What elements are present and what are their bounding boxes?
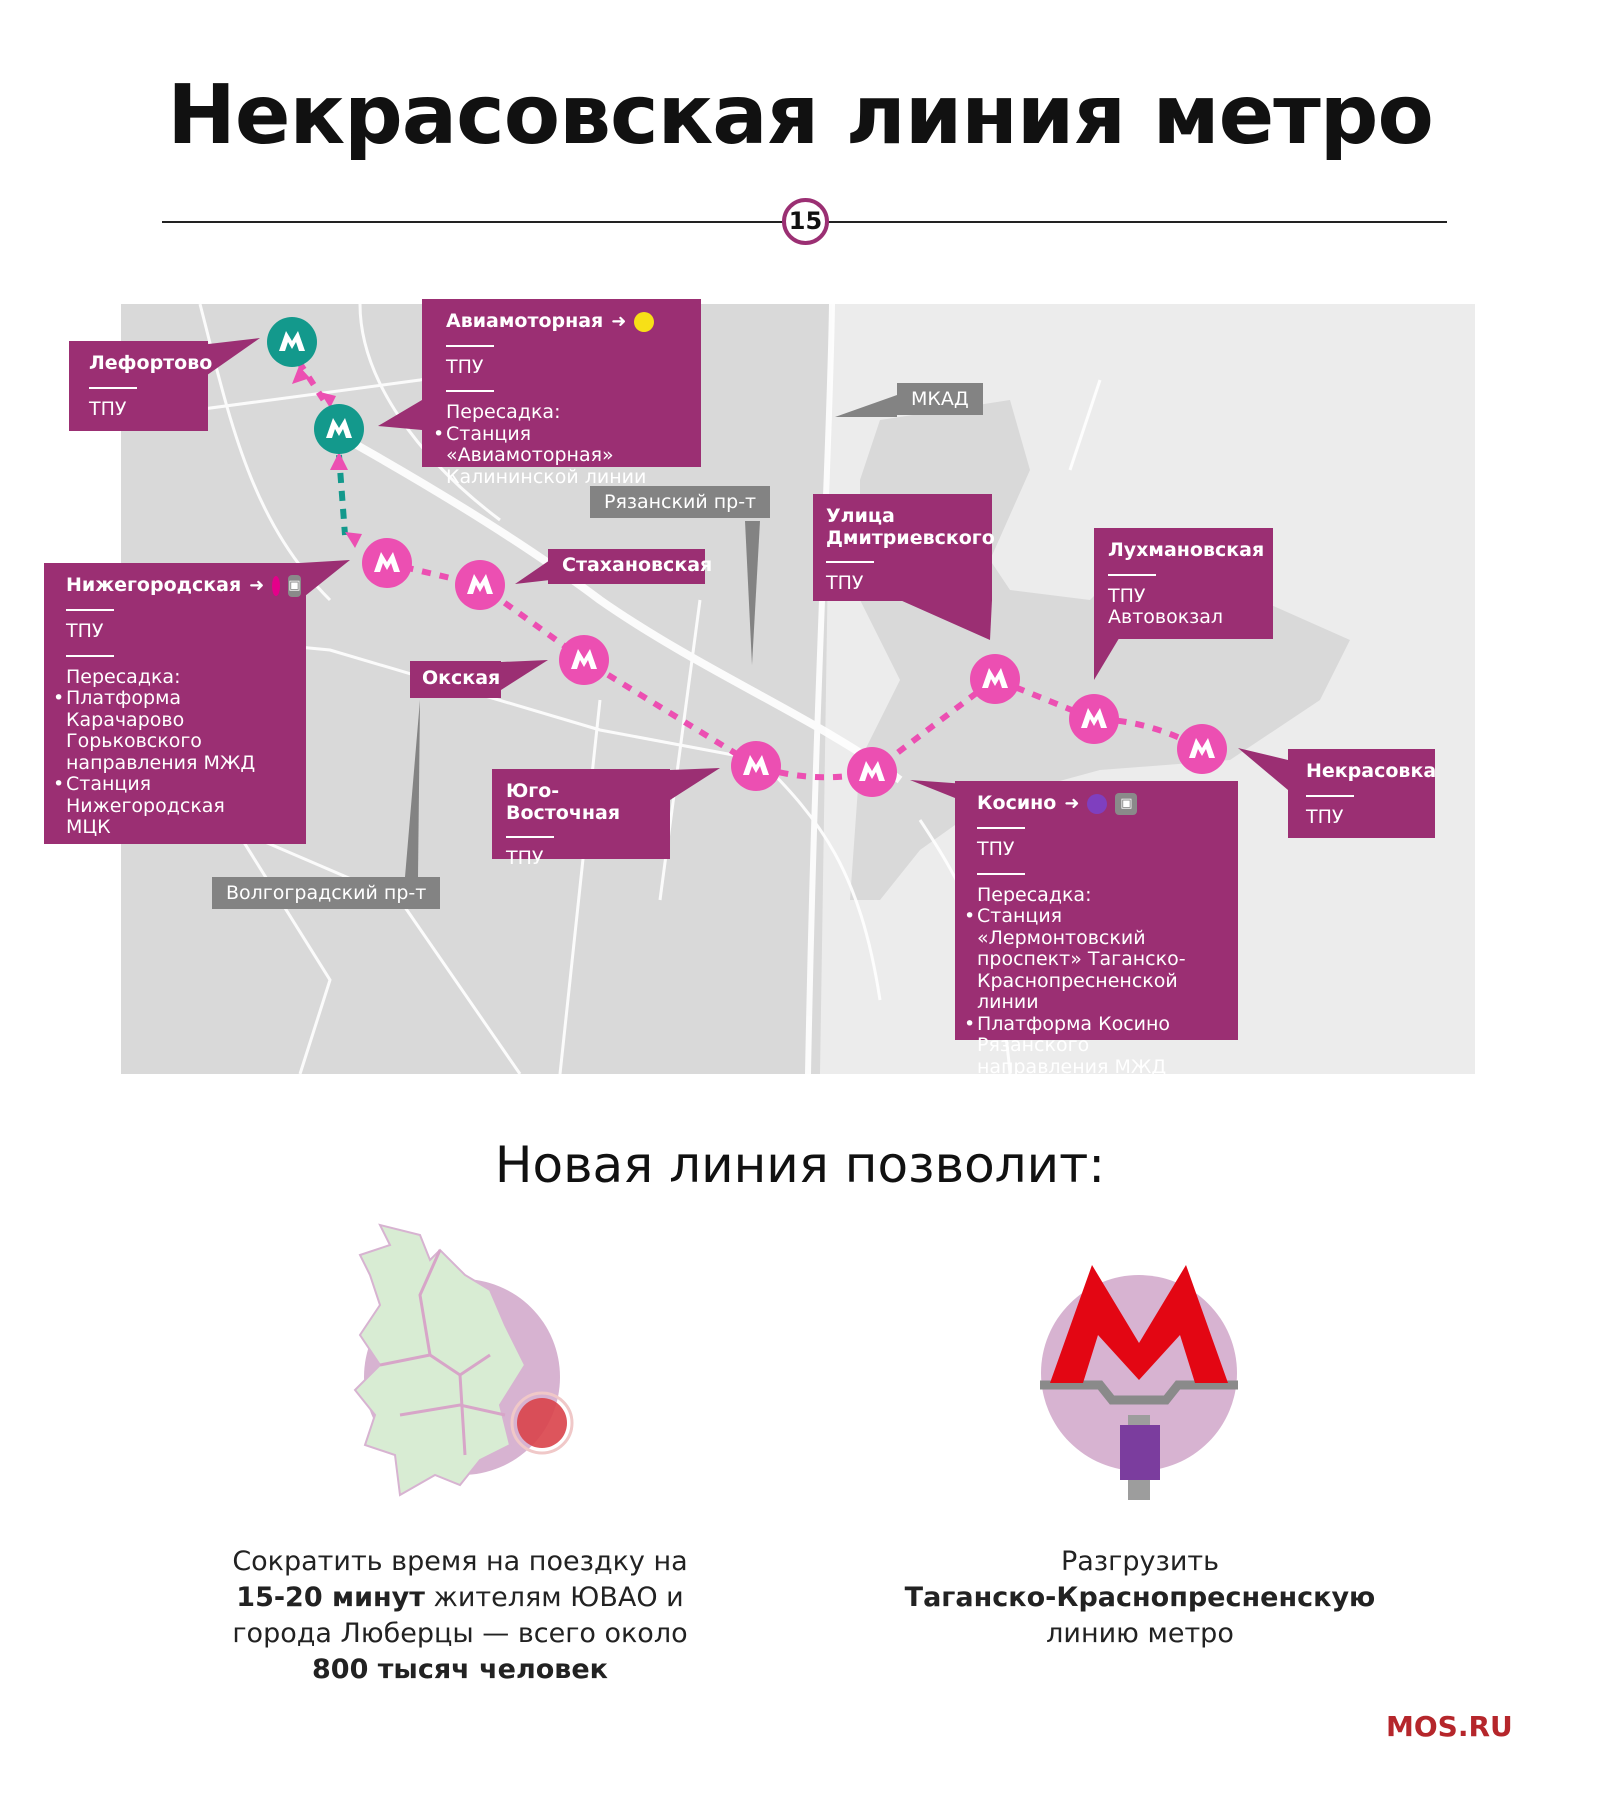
metro-m-icon: [1189, 738, 1215, 758]
station-name: Лефортово: [89, 352, 213, 374]
metro-m-icon: [326, 418, 352, 438]
text-part: жителям ЮВАО и города Люберцы — всего ок…: [232, 1582, 688, 1649]
callout-lefortovo: Лефортово ТПУ: [69, 341, 213, 431]
station-tpu: ТПУ: [506, 847, 544, 869]
callout-nekrasovka: Некрасовка ТПУ: [1288, 749, 1437, 838]
text-part: Разгрузить: [1060, 1546, 1220, 1577]
callout-aviamotornaya: Авиамоторная ➜ ТПУ Пересадка: Станция «Ав…: [422, 299, 701, 487]
train-icon: ▣: [288, 575, 301, 597]
station-tpu: ТПУ: [446, 355, 484, 378]
callout-okskaya: Окская: [410, 661, 501, 698]
callout-stakhanovskaya: Стахановская: [548, 549, 713, 584]
line-number-badge: 15: [782, 198, 829, 245]
arrow-right-icon: ➜: [249, 575, 265, 597]
station-tpu: ТПУ: [977, 838, 1015, 860]
transfer-item: Платформа Карачарово Горьковского направ…: [53, 687, 256, 774]
mcc-dot-icon: [272, 576, 281, 596]
road-label-ryazansky: Рязанский пр-т: [590, 486, 771, 518]
station-name: Юго-Восточная: [506, 780, 621, 824]
station-name: Стахановская: [562, 554, 713, 576]
metro-m-icon: [467, 574, 493, 594]
station-tpu: ТПУ: [66, 620, 104, 642]
callout-lukhmanovskaya: Лухмановская ТПУ Автовокзал: [1094, 528, 1273, 639]
metro-unload-illustration: [1040, 1265, 1238, 1500]
road-label-mkad: МКАД: [897, 383, 983, 415]
train-icon: ▣: [1115, 793, 1138, 815]
station-name: Косино: [977, 792, 1057, 815]
road-label-volgogradsky: Волгоградский пр-т: [212, 877, 441, 909]
divider: [446, 344, 494, 347]
metro-m-icon: [1081, 708, 1107, 728]
callout-nizhegorodskaya: Нижегородская ➜ ▣ ТПУ Пересадка: Платформа…: [44, 563, 306, 844]
divider: [89, 386, 137, 389]
callout-yugo-vostochnaya: Юго-Восточная ТПУ: [492, 769, 670, 869]
station-extra: Автовокзал: [1108, 606, 1224, 628]
text-part: Сократить время на поездку на: [232, 1546, 688, 1577]
station-name: Некрасовка: [1306, 760, 1437, 782]
route-map: [120, 303, 1475, 1075]
station-name: Нижегородская: [66, 574, 242, 597]
divider: [446, 390, 494, 392]
transfer-title: Пересадка:: [446, 401, 561, 423]
callout-kosino: Косино ➜ ▣ ТПУ Пересадка: Станция «Лермонт…: [955, 781, 1238, 1077]
transfer-title: Пересадка:: [66, 665, 181, 688]
station-tpu: ТПУ: [826, 572, 864, 594]
station-tpu: ТПУ: [1306, 805, 1344, 828]
benefit-left-text: Сократить время на поездку на 15-20 мину…: [205, 1544, 715, 1688]
transfer-item: Станция «Лермонтовский проспект» Таганск…: [964, 905, 1224, 1014]
moscow-map-illustration: [353, 1223, 574, 1497]
benefits-heading: Новая линия позволит:: [494, 1136, 1106, 1194]
metro-logo-icon: [1050, 1265, 1228, 1383]
station-name: Лухмановская: [1108, 539, 1265, 561]
arrow-right-icon: ➜: [611, 311, 627, 332]
transfer-title: Пересадка:: [977, 883, 1092, 906]
metro-m-icon: [982, 668, 1008, 688]
divider: [977, 872, 1025, 875]
arrow-right-icon: ➜: [1064, 793, 1080, 815]
station-name: Улица Дмитриевского: [826, 505, 995, 549]
station-name: Окская: [422, 667, 501, 689]
divider: [1306, 794, 1354, 797]
divider: [506, 836, 554, 838]
text-bold: Таганско-Краснопресненскую: [904, 1582, 1376, 1613]
text-bold: 800 тысяч человек: [312, 1654, 608, 1685]
metro-m-icon: [279, 331, 305, 351]
metro-m-icon: [859, 761, 885, 781]
tagansko-krasnopresnenskaya-line-dot-icon: [1087, 794, 1108, 814]
transfer-item: Станция «Авиамоторная» Калининской линии: [433, 423, 687, 489]
metro-m-icon: [571, 649, 597, 669]
callout-ulitsa-dmitrievskogo: Улица Дмитриевского ТПУ: [813, 494, 995, 601]
divider: [66, 609, 114, 611]
divider: [66, 654, 114, 657]
mos-ru-logo[interactable]: MOS.RU: [1386, 1710, 1513, 1743]
page-title: Некрасовская линия метро: [167, 68, 1434, 163]
station-tpu: ТПУ: [1108, 584, 1146, 607]
divider: [1108, 573, 1156, 576]
transfer-item: Платформа Косино Рязанского направления …: [964, 1013, 1202, 1079]
metro-m-icon: [374, 552, 400, 572]
kalininskaya-line-dot-icon: [634, 311, 655, 332]
station-tpu: ТПУ: [89, 397, 127, 420]
divider: [826, 561, 874, 563]
divider: [977, 827, 1025, 829]
text-bold: 15-20 минут: [236, 1582, 425, 1613]
transfer-item: Станция Нижегородская МЦК: [53, 773, 226, 839]
text-part: линию метро: [1046, 1618, 1234, 1649]
metro-m-icon: [743, 755, 769, 775]
station-name: Авиамоторная: [446, 310, 604, 332]
